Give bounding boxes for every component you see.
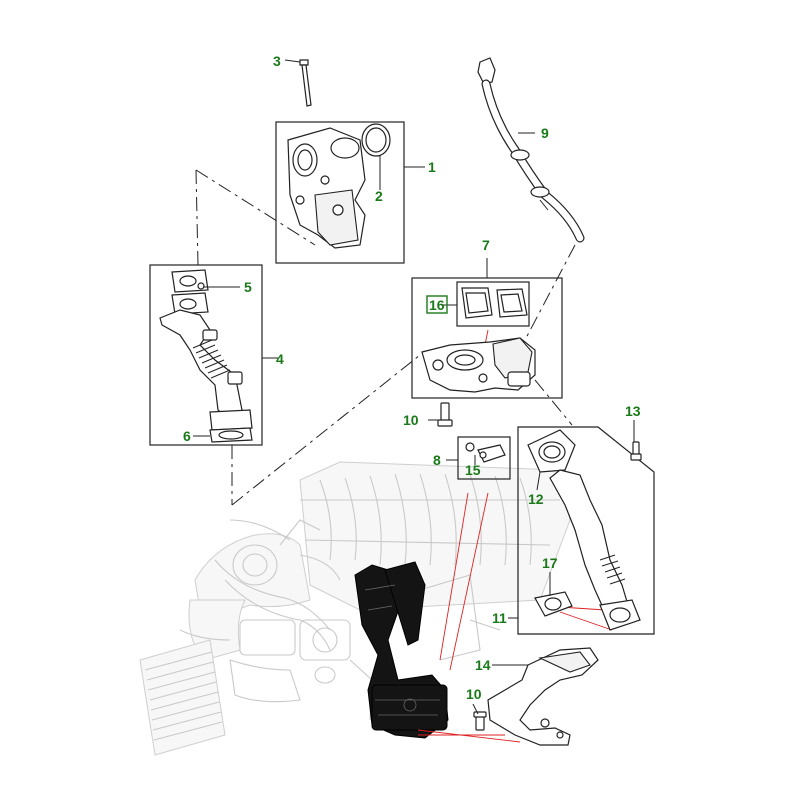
callout-9: 9 [541, 125, 549, 141]
callout-16-box [426, 295, 448, 314]
callout-14: 14 [475, 657, 491, 673]
bolt-10-lower [473, 711, 487, 731]
egr-valve-7 [421, 337, 536, 393]
gasket-6 [209, 427, 253, 443]
callout-16: 16 [429, 297, 445, 313]
gasket-2 [361, 123, 391, 157]
box-throttle-group [275, 121, 405, 264]
callout-12: 12 [528, 491, 544, 507]
highlight-lines [417, 329, 613, 743]
box-egr-pipe-group [149, 264, 263, 446]
callout-4: 4 [276, 351, 284, 367]
gasket-16-set [456, 281, 530, 327]
callout-10-upper: 10 [403, 412, 419, 428]
callout-3: 3 [273, 53, 281, 69]
callout-15: 15 [465, 462, 481, 478]
callout-10-lower: 10 [466, 686, 482, 702]
callout-6: 6 [183, 428, 191, 444]
relation-lines [195, 169, 576, 506]
leader-lines [193, 59, 635, 715]
callout-5: 5 [244, 279, 252, 295]
pipe-11 [527, 429, 641, 631]
gasket-5 [197, 282, 205, 290]
callout-1: 1 [428, 159, 436, 175]
callout-13: 13 [625, 403, 641, 419]
egr-pipe-4 [159, 269, 253, 431]
egr-assembly-highlight [354, 561, 449, 739]
box-sensor-group [457, 436, 511, 480]
sensor-15 [465, 442, 506, 463]
bolt-3 [299, 59, 312, 107]
callout-labels: 1 2 3 4 5 6 7 8 9 10 10 11 12 13 14 15 1… [183, 53, 641, 702]
clamp-17 [534, 591, 573, 617]
hose-9 [477, 57, 585, 243]
callout-11: 11 [492, 610, 507, 626]
callout-17: 17 [542, 555, 558, 571]
callout-7: 7 [482, 237, 490, 253]
callout-8: 8 [433, 452, 441, 468]
throttle-body [287, 127, 366, 249]
bolt-13 [630, 441, 642, 461]
bracket-14 [487, 647, 599, 746]
callout-2: 2 [375, 188, 383, 204]
box-pipe-group [517, 426, 655, 635]
bolt-10-upper [437, 402, 453, 427]
